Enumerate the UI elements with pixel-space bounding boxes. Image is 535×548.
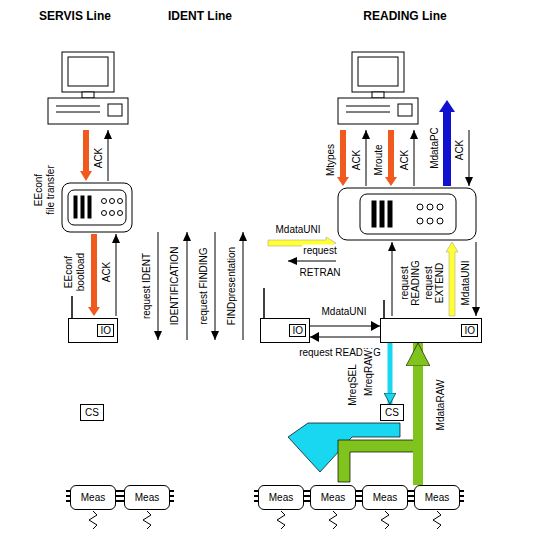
signal-label: request IDENT (141, 252, 152, 320)
signal-connector (310, 337, 380, 338)
orange-arrow (80, 130, 92, 181)
cs-box: CS (380, 404, 404, 421)
line-title: SERVIS Line (38, 9, 112, 23)
signal-label: RETRAN (298, 267, 341, 278)
computer (338, 52, 418, 124)
meas-sensor: Meas (124, 485, 170, 510)
signal-arrow (158, 232, 159, 340)
meas-sensor: Meas (414, 485, 460, 510)
signal-label: request (302, 245, 337, 256)
ack-arrow (469, 130, 470, 186)
node-text: Meas (425, 492, 449, 503)
node-text: Meas (135, 492, 159, 503)
meas-sensor: Meas (310, 485, 356, 510)
signal-connector (388, 343, 393, 404)
signal-arrow (288, 261, 336, 262)
yellow-arrow (446, 242, 458, 316)
signal-label: request FINDING (198, 246, 209, 325)
node-text: IO (461, 324, 478, 337)
signal-label: Mroute (373, 143, 384, 176)
signal-label: MdataPC (429, 126, 440, 170)
meas-sensor: Meas (362, 485, 408, 510)
ack-arrow (414, 130, 415, 186)
antenna (71, 296, 73, 318)
orange-arrow (337, 130, 349, 186)
signal-label: EEconf (63, 255, 74, 289)
io-module: IO (68, 318, 118, 343)
signal-arrow (476, 242, 477, 316)
signal-label: ACK (93, 147, 104, 170)
signal-label: ACK (454, 139, 465, 162)
meas-sensor: Meas (258, 485, 304, 510)
connector-label: MdataUNI (320, 306, 367, 317)
node-text: CS (385, 407, 399, 418)
antenna (263, 288, 265, 318)
cs-box: CS (80, 404, 104, 421)
ack-arrow (366, 130, 367, 186)
ack-arrow (108, 130, 109, 181)
signal-label: request (399, 265, 410, 300)
signal-arrow (243, 232, 244, 340)
node-text: IO (97, 324, 114, 337)
signal-arrow (392, 242, 393, 316)
signal-arrow (187, 232, 188, 340)
meas-sensor: Meas (70, 485, 116, 510)
line-title: IDENT Line (167, 9, 233, 23)
io-module: IO (260, 318, 310, 343)
green-wide-arrow (338, 440, 418, 482)
signal-label: FINDpresentation (226, 246, 237, 326)
computer (48, 52, 128, 124)
line-title: READING Line (362, 9, 447, 23)
signal-label: MdataUNI (460, 259, 471, 306)
concentrator (62, 183, 132, 232)
connector-label: MreqRAW (363, 349, 374, 397)
sensor-lead (89, 511, 441, 529)
signal-label: EEconf (33, 173, 44, 207)
signal-label: ACK (101, 261, 112, 284)
orange-arrow (88, 234, 100, 316)
concentrator (338, 188, 476, 240)
signal-label: ACK (399, 149, 410, 172)
signal-label: READING (410, 259, 421, 307)
io-module: IO (380, 318, 482, 343)
node-text: Meas (81, 492, 105, 503)
ack-arrow (116, 234, 117, 316)
signal-label: Mtypes (325, 143, 336, 177)
connector-label: MdataRAW (435, 379, 446, 432)
signal-label: file transfer (45, 164, 56, 215)
signal-arrow (215, 232, 216, 340)
signal-label: MdataUNI (274, 224, 321, 235)
node-text: IO (289, 324, 306, 337)
signal-connector (310, 326, 380, 327)
signal-label: MreqSEL (347, 363, 358, 407)
node-text: CS (85, 407, 99, 418)
antenna (383, 300, 385, 318)
orange-arrow (385, 130, 397, 186)
signal-label: EXTEND (434, 262, 445, 305)
signal-connector (413, 343, 423, 485)
signal-label: IDENTIFICATION (169, 246, 180, 327)
node-text: Meas (269, 492, 293, 503)
node-text: Meas (321, 492, 345, 503)
signal-label: ACK (351, 149, 362, 172)
signal-label: request (423, 265, 434, 300)
node-text: Meas (373, 492, 397, 503)
signal-label: bootload (75, 252, 86, 292)
